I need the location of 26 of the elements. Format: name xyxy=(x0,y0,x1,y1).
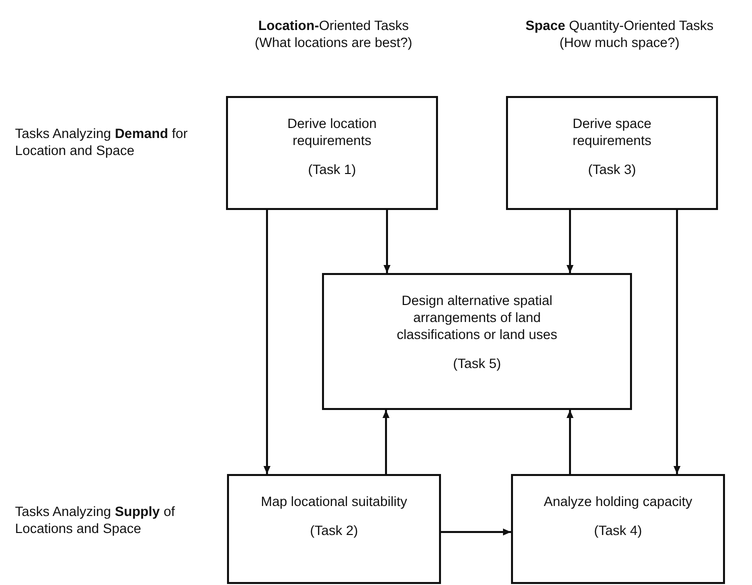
arrow xyxy=(566,410,574,474)
arrow xyxy=(566,210,574,273)
task-description: Derive location requirements xyxy=(286,116,378,150)
task-description: Derive space requirements xyxy=(572,116,652,150)
task-number: (Task 3) xyxy=(588,162,636,179)
task-box xyxy=(226,96,438,210)
task-number: (Task 2) xyxy=(310,522,358,540)
task-number: (Task 4) xyxy=(594,522,642,540)
task-box xyxy=(322,273,632,410)
task-number: (Task 5) xyxy=(452,356,501,372)
column-heading: Location-Oriented Tasks (What locations are best?) xyxy=(254,18,414,52)
task-description: Design alternative spatial arrangements of land classifications or land uses xyxy=(396,293,558,344)
arrow xyxy=(674,210,680,474)
row-heading: Tasks Analyzing Demand for Location and Space xyxy=(15,126,189,160)
task-box xyxy=(227,474,441,584)
task-box xyxy=(506,96,718,210)
task-box xyxy=(511,474,725,584)
task-description: Analyze holding capacity xyxy=(544,494,692,511)
arrow xyxy=(441,528,511,536)
column-heading: Space Quantity-Oriented Tasks (How much space?) xyxy=(524,18,715,52)
row-heading: Tasks Analyzing Supply of Locations and Space xyxy=(15,504,176,538)
task-description: Map locational suitability xyxy=(260,494,408,511)
arrow xyxy=(384,210,390,273)
arrow xyxy=(382,410,390,474)
arrow xyxy=(264,210,270,474)
task-number: (Task 1) xyxy=(308,162,356,179)
